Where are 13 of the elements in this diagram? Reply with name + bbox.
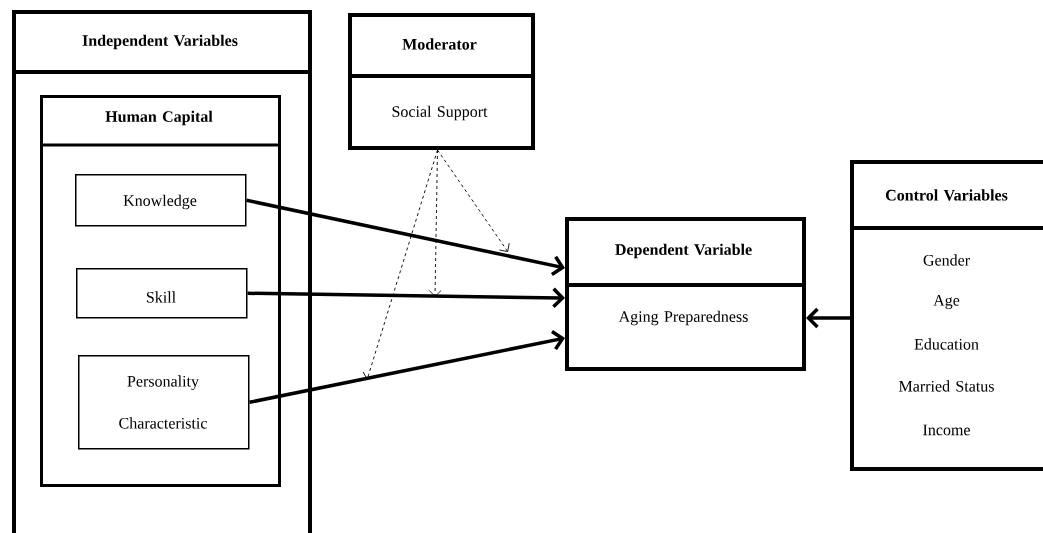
arrow [247,287,565,309]
arrow [806,307,850,329]
dashed-arrow [428,149,442,297]
variable-box: Personality Characteristic [78,355,250,450]
variable-box: Dependent Variable Aging Preparedness [565,217,806,371]
dashed-arrow [437,149,510,252]
variable-box: Moderator Social Support [348,13,535,150]
variable-box: Skill [76,268,248,319]
arrow [246,198,565,276]
dashed-arrow [362,149,438,380]
arrow [249,330,565,404]
variable-box: Control Variables Gender Age Education Married Status Income [850,160,1043,471]
variable-box: Knowledge [75,174,247,227]
